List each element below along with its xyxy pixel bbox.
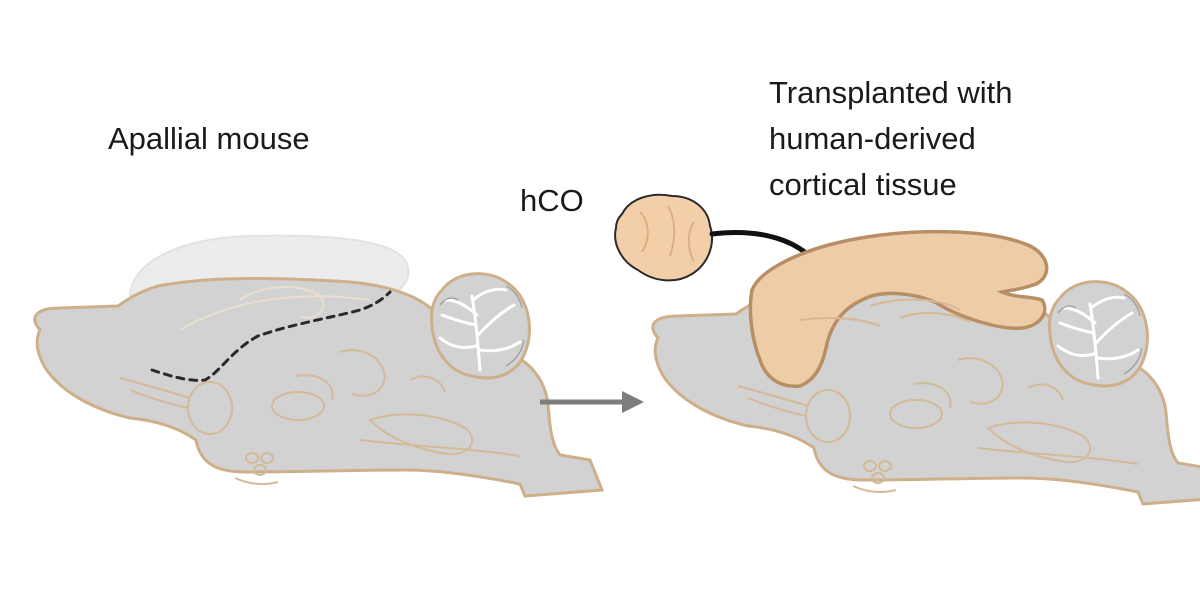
transplanted-label-line-3: cortical tissue: [769, 167, 957, 202]
transplanted-label-line-2: human-derived: [769, 121, 976, 156]
apallial-brain: [33, 234, 604, 498]
progression-arrow: [540, 391, 644, 413]
transplanted-label-line-1: Transplanted with: [769, 75, 1013, 110]
hco-label: hCO: [520, 183, 584, 218]
organoid-icon: [614, 193, 713, 282]
pallium-dashed-boundary: [150, 290, 392, 382]
apallial-mouse-label: Apallial mouse: [108, 121, 310, 156]
transplant-internal-lines: [799, 298, 971, 327]
transplanted-brain: [651, 280, 1200, 506]
transplanted-label: Transplanted with human-derived cortical…: [769, 70, 1013, 208]
human-cortex-transplant: [748, 229, 1049, 388]
